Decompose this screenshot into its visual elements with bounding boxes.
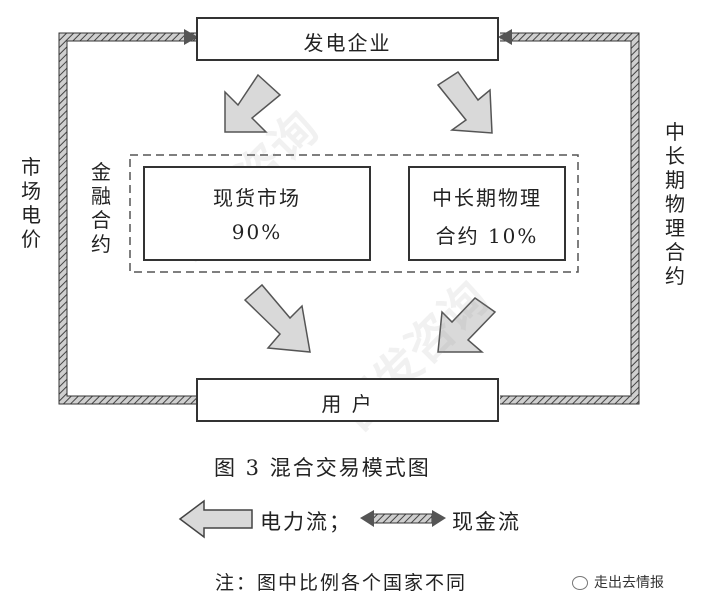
footnote: 注：图中比例各个国家不同 <box>215 572 468 594</box>
power-arrow-gen-spot <box>224 73 282 133</box>
long-term-box: 中长期物理 合约 10% <box>408 166 566 261</box>
spot-market-box: 现货市场 90% <box>143 166 371 261</box>
legend-power-arrow <box>178 499 253 539</box>
financial-contract-boundary <box>129 154 579 273</box>
spot-market-share: 90% <box>231 220 283 244</box>
cash-flow-right-loop <box>498 29 640 405</box>
users-label: 用 户 <box>321 392 374 416</box>
spot-market-title: 现货市场 <box>213 186 301 210</box>
power-arrow-spot-users <box>243 283 311 353</box>
cash-flow-left-loop <box>58 29 198 405</box>
legend-cash-arrow <box>360 510 446 527</box>
wechat-icon <box>572 576 588 590</box>
brand-watermark: 走出去情报 <box>572 572 664 592</box>
financial-contract-label: 金融合约 <box>91 160 111 256</box>
users-box: 用 户 <box>196 378 499 422</box>
generator-label: 发电企业 <box>303 31 392 55</box>
figure-caption: 图 3 混合交易模式图 <box>214 456 431 480</box>
power-arrow-longterm-users <box>437 297 497 353</box>
generator-box: 发电企业 <box>196 17 499 61</box>
long-term-share: 合约 10% <box>435 224 539 248</box>
long-term-contract-side-label: 中长期物理合约 <box>665 120 685 288</box>
legend-power-label: 电力流； <box>260 510 352 534</box>
legend-cash-label: 现金流 <box>452 510 521 534</box>
power-arrow-gen-longterm <box>436 70 493 134</box>
market-price-label: 市场电价 <box>21 155 41 251</box>
brand-label: 走出去情报 <box>594 575 664 591</box>
long-term-title: 中长期物理 <box>432 186 542 210</box>
